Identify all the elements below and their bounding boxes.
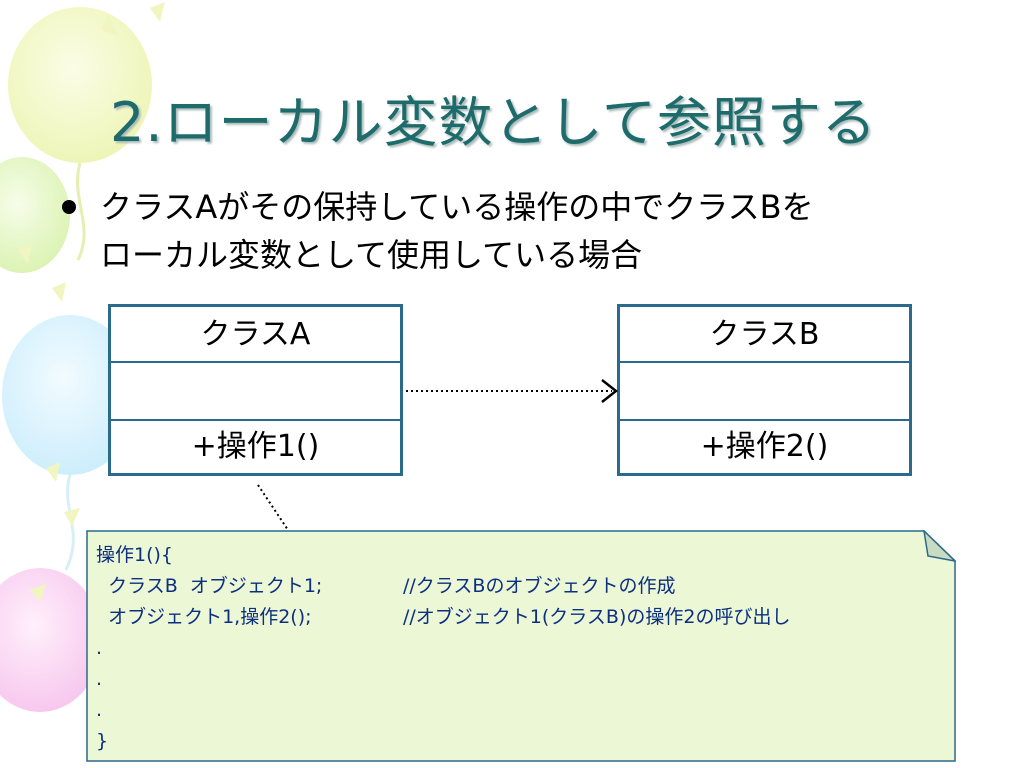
uml-class-b: クラスB +操作2() — [617, 304, 912, 476]
uml-class-a: クラスA +操作1() — [108, 304, 403, 476]
note-code-text: 操作1(){ — [96, 544, 174, 566]
class-a-attributes — [111, 363, 400, 421]
note-shape — [86, 530, 956, 762]
balloon-yellow-top — [8, 7, 152, 261]
note-code-text: } — [96, 730, 109, 752]
note-code-text: . — [96, 668, 103, 690]
class-a-operation: +操作1() — [191, 429, 320, 464]
streamer-decorations — [18, 2, 165, 602]
bullet-text: クラスAがその保持している操作の中でクラスBを ローカル変数として使用している場… — [100, 183, 960, 279]
balloon-green-left — [0, 157, 70, 273]
class-a-name: クラスA — [111, 307, 400, 363]
note-code-text: オブジェクト1,操作2(); — [96, 606, 312, 628]
class-b-operation: +操作2() — [700, 429, 829, 464]
note-code-text: . — [96, 699, 103, 721]
bullet-line-1: クラスAがその保持している操作の中でクラスBを — [100, 188, 814, 226]
note-comment-text: //クラスBのオブジェクトの作成 — [403, 575, 676, 597]
note-comment-text: //オブジェクト1(クラスB)の操作2の呼び出し — [403, 606, 791, 628]
class-b-name: クラスB — [620, 307, 909, 363]
class-b-attributes — [620, 363, 909, 421]
bullet-line-2: ローカル変数として使用している場合 — [100, 236, 643, 274]
bullet-icon — [62, 200, 76, 214]
slide-title: 2.ローカル変数として参照する — [110, 91, 877, 154]
note-code-text: . — [96, 637, 103, 659]
note-folded-corner-icon — [923, 530, 956, 562]
note-code-text: クラスB オブジェクト1; — [96, 575, 323, 597]
uml-note: 操作1(){ クラスB オブジェクト1; //クラスBのオブジェクトの作成 オブ… — [86, 530, 956, 762]
balloon-pink-bottom — [0, 568, 102, 712]
